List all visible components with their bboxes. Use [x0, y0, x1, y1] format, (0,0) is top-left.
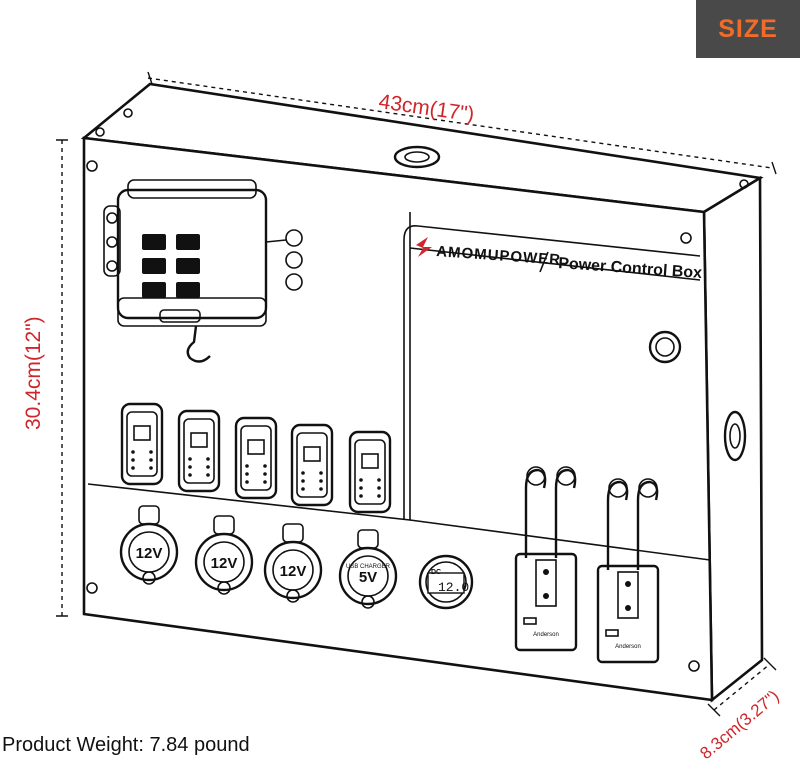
- voltmeter: DC 12.0: [418, 554, 474, 610]
- logo-bolt-icon: [416, 237, 432, 257]
- dimension-lines: [56, 71, 777, 717]
- connector-label: Anderson: [533, 632, 559, 638]
- socket-label: 5V: [359, 569, 377, 586]
- socket-label: 12V: [211, 555, 238, 572]
- anderson-connector: Anderson: [514, 466, 578, 652]
- rocker-switch[interactable]: [290, 423, 334, 507]
- socket: 12V: [194, 515, 254, 595]
- socket: 12V: [263, 523, 323, 603]
- rocker-switch[interactable]: [120, 402, 164, 486]
- grommets: [393, 145, 747, 462]
- usb-charger-label: USB CHARGER: [346, 564, 391, 570]
- product-weight: Product Weight: 7.84 pound: [2, 734, 250, 756]
- connector-label: Anderson: [615, 644, 641, 650]
- rocker-switch[interactable]: [234, 416, 278, 500]
- fuse-block: [103, 179, 303, 363]
- rocker-switch[interactable]: [177, 409, 221, 493]
- socket: 12V: [119, 505, 179, 585]
- voltmeter-label: DC: [431, 569, 441, 576]
- socket-label: 12V: [136, 545, 163, 562]
- panel-screws: [86, 108, 749, 672]
- voltmeter-reading: 12.0: [438, 580, 469, 595]
- rocker-switches: [120, 402, 392, 514]
- size-badge: SIZE: [696, 0, 800, 58]
- box-outline: [80, 82, 764, 703]
- rocker-switch[interactable]: [348, 430, 392, 514]
- anderson-connector: Anderson: [596, 478, 660, 664]
- socket-label: 12V: [280, 563, 307, 580]
- height-dimension: 30.4cm(12"): [22, 316, 45, 430]
